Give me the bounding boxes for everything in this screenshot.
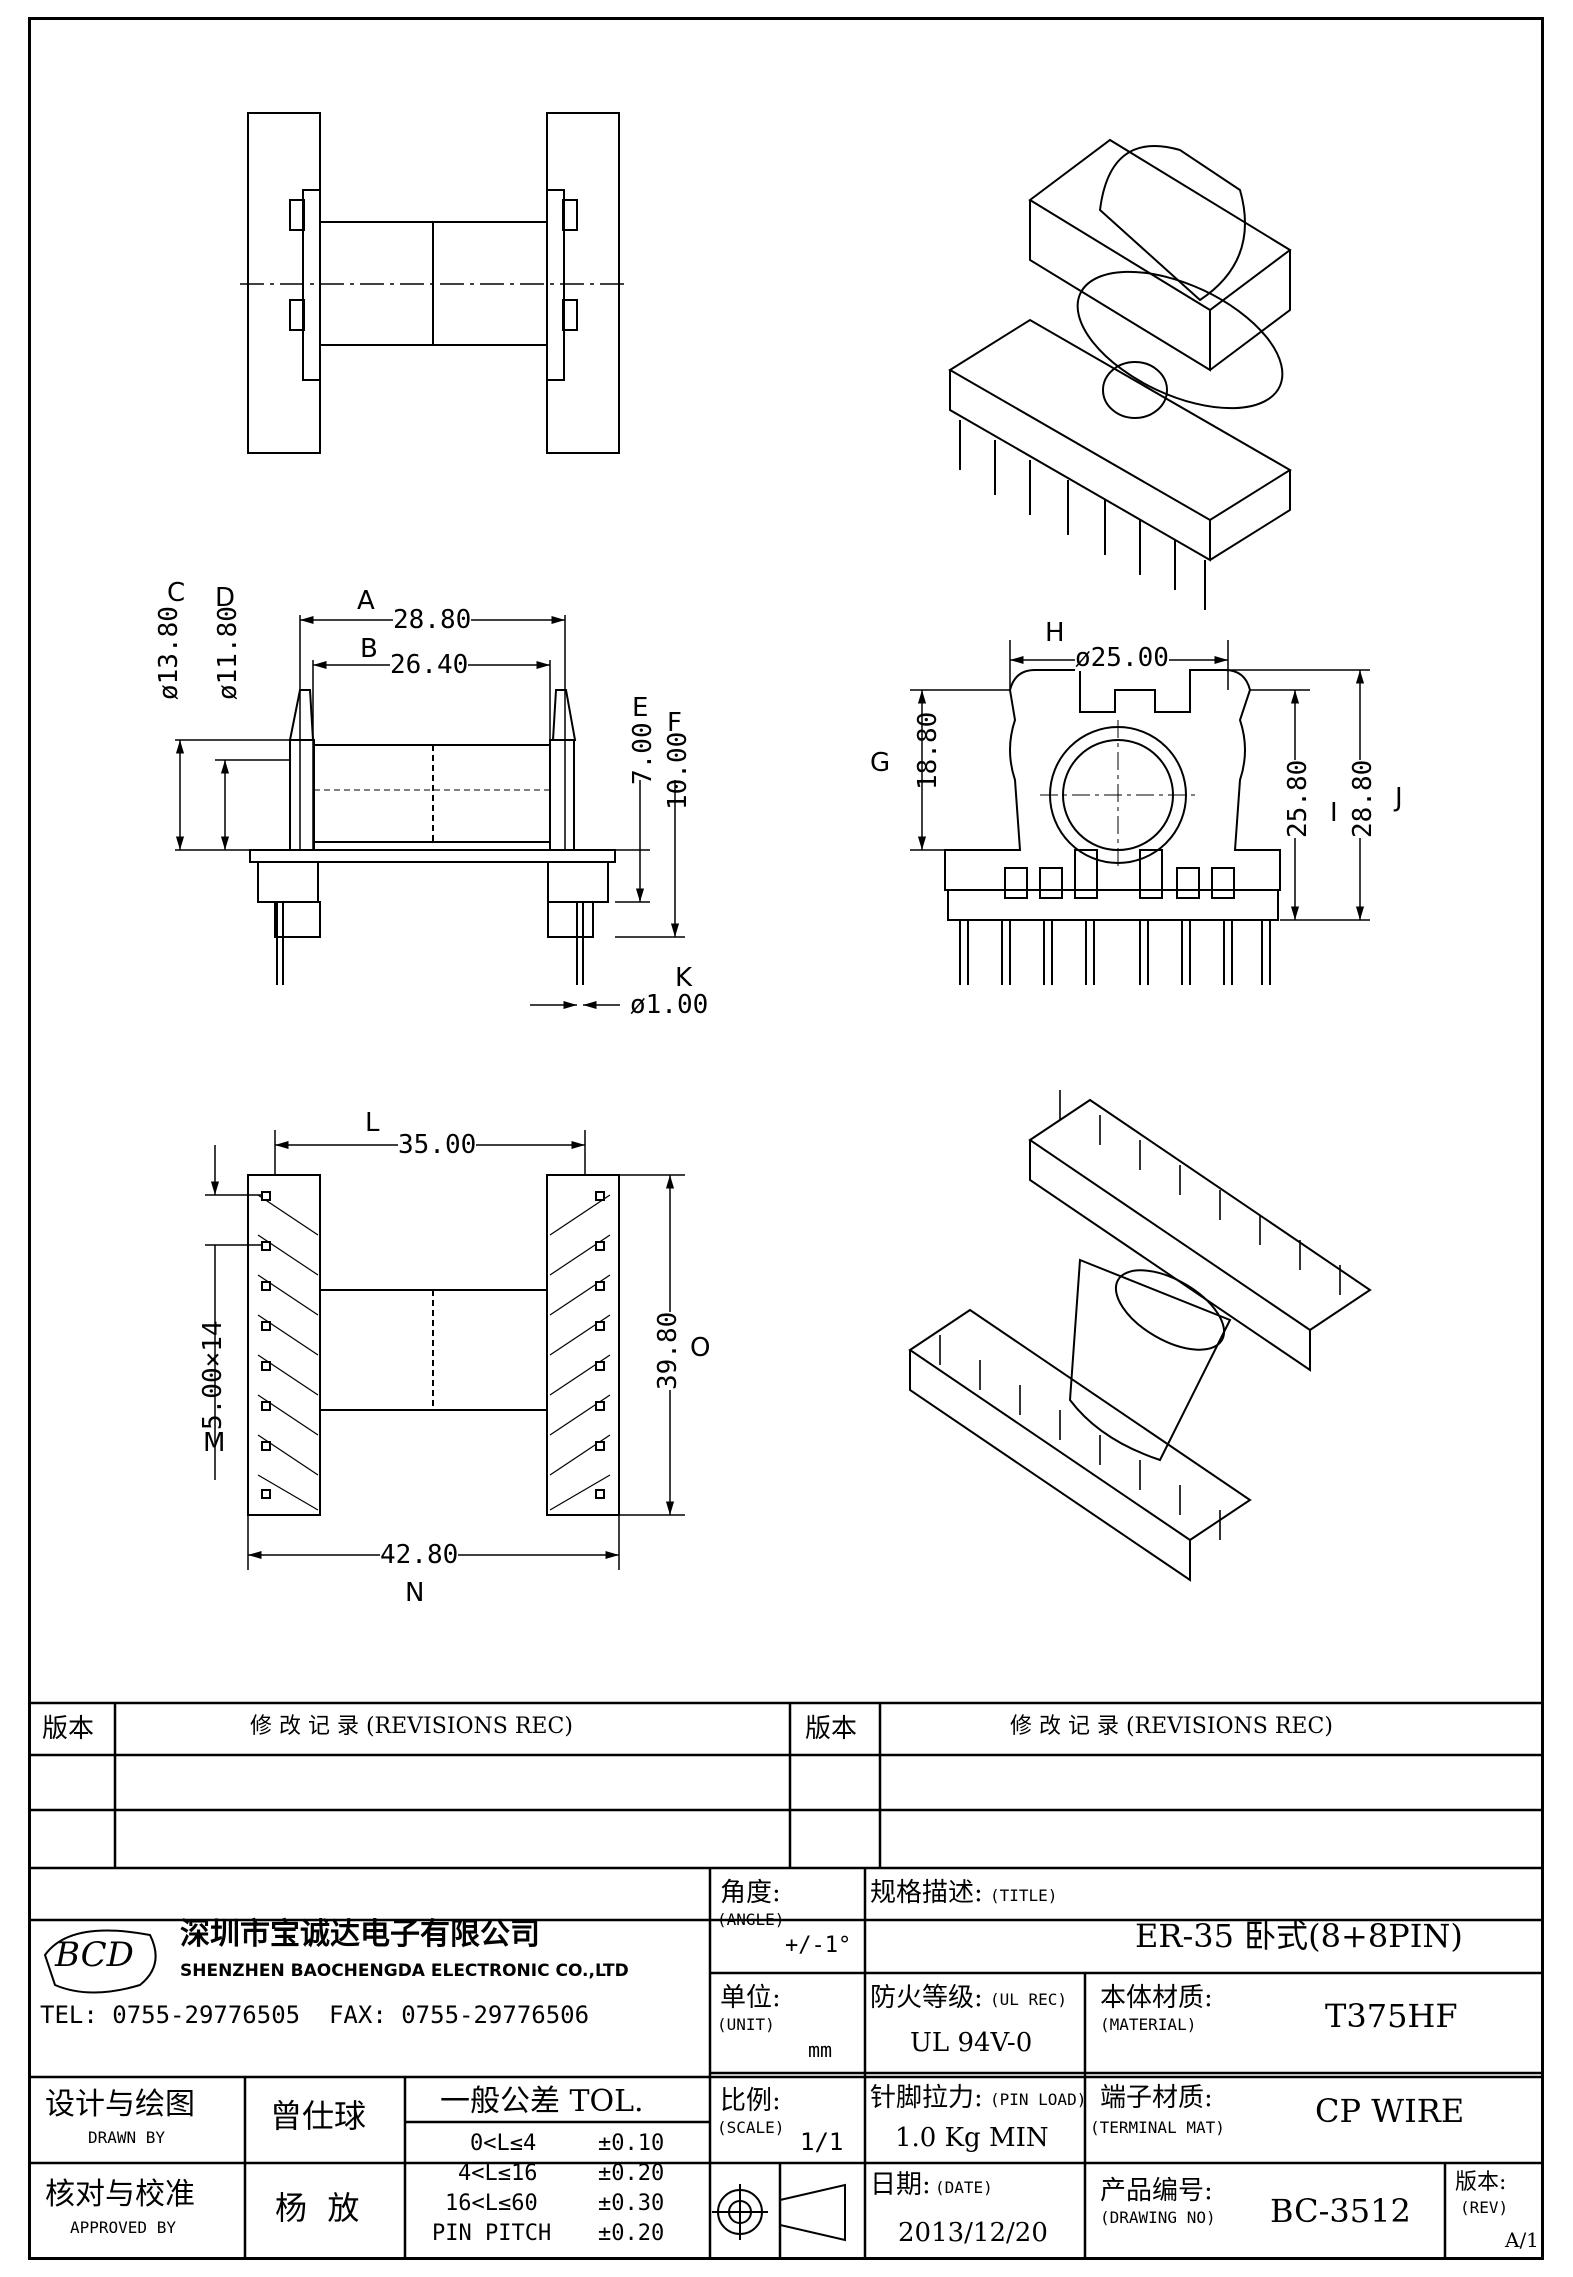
material-label: 本体材质: xyxy=(1100,1983,1213,2013)
dim-B: 26.40 xyxy=(390,650,469,680)
dim-E: 7.00 xyxy=(628,722,658,785)
company-contact: TEL: 0755-29776505 FAX: 0755-29776506 xyxy=(40,2001,590,2029)
material-value: T375HF xyxy=(1325,1997,1458,2035)
projection-symbol-icon xyxy=(712,2183,846,2242)
callout-G: G xyxy=(870,748,891,778)
tol-range: 4<L≤16 xyxy=(458,2161,538,2186)
title-block-grid xyxy=(28,1701,1544,2260)
company-name-cn: 深圳市宝诚达电子有限公司 xyxy=(180,1917,540,1952)
scale-label: 比例: xyxy=(720,2086,781,2116)
ul-value: UL 94V-0 xyxy=(910,2028,1033,2058)
callout-C: C xyxy=(167,578,186,608)
angle-label: 角度: xyxy=(720,1878,781,1908)
top-view xyxy=(240,112,630,454)
approved-by-value: 杨 放 xyxy=(275,2189,360,2227)
company-name-en: SHENZHEN BAOCHENGDA ELECTRONIC CO.,LTD xyxy=(180,1961,629,1981)
dim-L: 35.00 xyxy=(398,1130,477,1160)
dim-O: 39.80 xyxy=(653,1311,683,1390)
front-view xyxy=(175,615,685,1010)
tol-range: PIN PITCH xyxy=(432,2221,552,2246)
rev-record-label-right: 修 改 记 录 (REVISIONS REC) xyxy=(1010,1714,1333,1739)
tol-value: ±0.30 xyxy=(598,2191,665,2216)
approved-by-label-en: APPROVED BY xyxy=(70,2218,176,2237)
company-logo xyxy=(43,1929,157,1994)
dim-F: 10.00 xyxy=(663,731,693,810)
title-label-en: (TITLE) xyxy=(990,1886,1058,1905)
drawing-no-value: BC-3512 xyxy=(1270,2192,1411,2230)
tolerance-title: 一般公差 TOL. xyxy=(440,2084,644,2119)
callout-K: K xyxy=(675,963,693,993)
unit-label: 单位: xyxy=(720,1983,781,2013)
scale-label-en: (SCALE) xyxy=(717,2118,785,2137)
tol-value: ±0.20 xyxy=(598,2161,665,2186)
pin-load-label-en: (PIN LOAD) xyxy=(990,2090,1087,2109)
callout-E: E xyxy=(632,693,649,723)
rev-value: A/1 xyxy=(1505,2228,1539,2252)
angle-label-en: (ANGLE) xyxy=(717,1910,785,1929)
bottom-view xyxy=(205,1130,685,1570)
dim-A: 28.80 xyxy=(393,605,472,635)
isometric-view-top xyxy=(948,138,1292,610)
date-value: 2013/12/20 xyxy=(898,2218,1048,2248)
callout-O: O xyxy=(690,1333,711,1363)
callout-B: B xyxy=(360,634,378,664)
pin-load-value: 1.0 Kg MIN xyxy=(895,2123,1049,2153)
callout-H: H xyxy=(1045,618,1065,648)
callout-N: N xyxy=(405,1578,425,1608)
dim-C: ø13.80 xyxy=(154,606,184,700)
dim-D: ø11.80 xyxy=(213,606,243,700)
rev-ver-label-right: 版本 xyxy=(805,1714,858,1744)
tol-range: 16<L≤60 xyxy=(445,2191,538,2216)
unit-value: mm xyxy=(808,2038,833,2062)
callout-L: L xyxy=(365,1108,380,1138)
terminal-label: 端子材质: xyxy=(1100,2083,1213,2113)
drawing-no-label-en: (DRAWING NO) xyxy=(1100,2208,1216,2227)
tol-value: ±0.10 xyxy=(598,2131,665,2156)
dim-J: 28.80 xyxy=(1348,759,1378,838)
title-label: 规格描述: xyxy=(870,1878,983,1908)
callout-M: M xyxy=(203,1428,226,1458)
isometric-view-bottom xyxy=(908,1090,1372,1582)
terminal-value: CP WIRE xyxy=(1315,2092,1465,2130)
title-value: ER-35 卧式(8+8PIN) xyxy=(1135,1917,1463,1955)
approved-by-label: 核对与校准 xyxy=(45,2177,195,2212)
callout-I: I xyxy=(1330,798,1338,828)
logo-text: BCD xyxy=(55,1935,134,1975)
callout-A: A xyxy=(357,586,375,616)
callout-J: J xyxy=(1395,783,1403,813)
rev-ver-label-left: 版本 xyxy=(42,1714,95,1744)
dim-K: ø1.00 xyxy=(630,990,709,1020)
drawn-by-value: 曾仕球 xyxy=(270,2097,367,2135)
tol-value: ±0.20 xyxy=(598,2221,665,2246)
tol-range: 0<L≤4 xyxy=(470,2131,537,2156)
drawn-by-label: 设计与绘图 xyxy=(45,2087,195,2122)
dim-M: 5.00×14 xyxy=(198,1320,228,1430)
ul-label: 防火等级: xyxy=(870,1983,983,2013)
pin-load-label: 针脚拉力: xyxy=(870,2083,983,2113)
rev-label: 版本: xyxy=(1455,2170,1507,2195)
drawing-frame xyxy=(28,17,1544,2260)
ul-label-en: (UL REC) xyxy=(990,1990,1068,2009)
dim-N: 42.80 xyxy=(380,1540,459,1570)
drawn-by-label-en: DRAWN BY xyxy=(88,2128,166,2147)
scale-value: 1/1 xyxy=(800,2128,844,2156)
callout-D: D xyxy=(215,583,236,613)
dim-I: 25.80 xyxy=(1283,759,1313,838)
unit-label-en: (UNIT) xyxy=(717,2015,775,2034)
angle-value: +/-1° xyxy=(785,1933,852,1958)
dim-H: ø25.00 xyxy=(1075,643,1169,673)
material-label-en: (MATERIAL) xyxy=(1100,2015,1197,2034)
rev-record-label-left: 修 改 记 录 (REVISIONS REC) xyxy=(250,1714,573,1739)
callout-F: F xyxy=(667,708,682,738)
date-label-en: (DATE) xyxy=(935,2178,993,2197)
dim-G: 18.80 xyxy=(913,711,943,790)
rev-label-en: (REV) xyxy=(1460,2198,1509,2217)
terminal-label-en: (TERMINAL MAT) xyxy=(1090,2118,1225,2137)
date-label: 日期: xyxy=(870,2170,931,2200)
drawing-no-label: 产品编号: xyxy=(1100,2176,1213,2206)
